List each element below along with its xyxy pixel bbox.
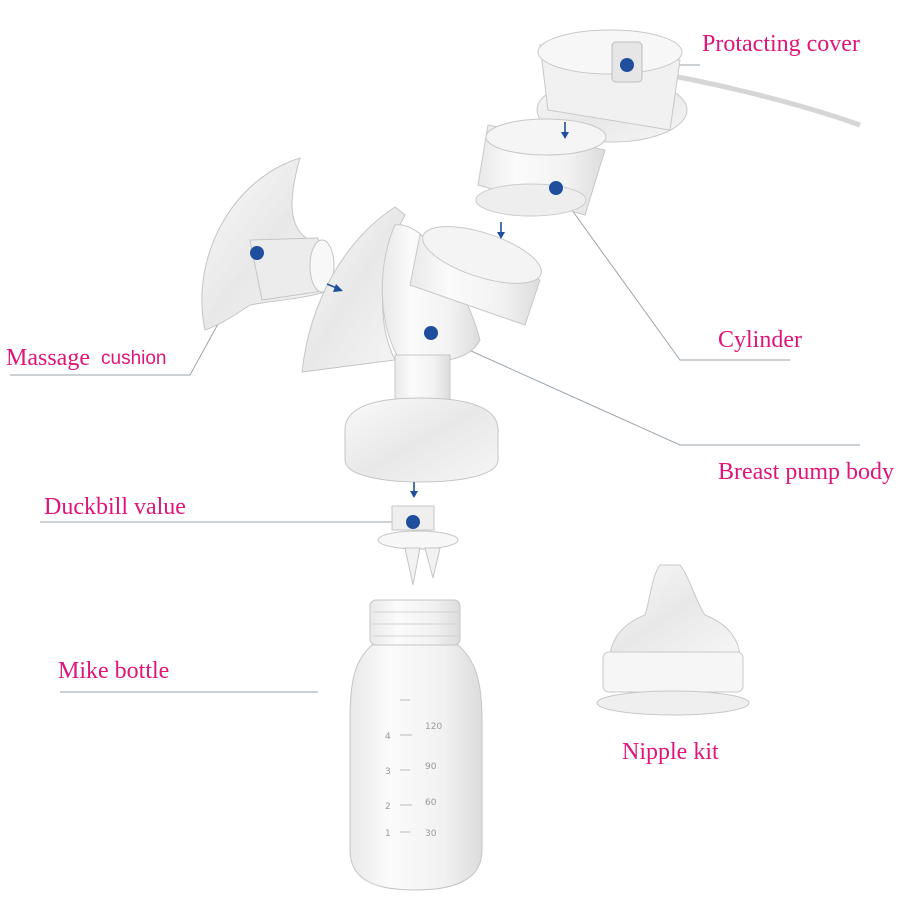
- arrow-right-icon: [326, 283, 343, 292]
- grad-ml-30: 30: [425, 829, 437, 839]
- grad-ml-60: 60: [425, 798, 437, 808]
- leader-pump-body: [430, 332, 860, 446]
- milk-bottle-part: 4 3 2 1 120 90 60 30: [349, 599, 483, 891]
- breast-pump-body-part: [301, 206, 542, 483]
- grad-ml-120: 120: [425, 722, 442, 732]
- marker-dots: [250, 58, 634, 529]
- label-cylinder: Cylinder: [718, 327, 802, 353]
- arrow-down-icon: [561, 122, 569, 139]
- grad-oz-4: 4: [385, 732, 391, 742]
- label-massage-cushion-word2: cushion: [101, 348, 167, 369]
- grad-oz-3: 3: [385, 767, 391, 777]
- grad-oz-2: 2: [385, 802, 391, 812]
- arrow-down-icon: [410, 482, 418, 498]
- assembly-arrows: [326, 122, 569, 498]
- massage-cushion-part: [201, 157, 335, 331]
- bottle-graduations: [400, 699, 412, 833]
- label-duckbill-valve: Duckbill value: [44, 494, 186, 520]
- marker-dot-icon: [549, 181, 563, 195]
- duckbill-valve-part: [377, 505, 459, 586]
- marker-dot-icon: [424, 326, 438, 340]
- grad-oz-1: 1: [385, 829, 391, 839]
- marker-dot-icon: [250, 246, 264, 260]
- protecting-cover-part: [536, 29, 688, 143]
- marker-dot-icon: [620, 58, 634, 72]
- label-protecting-cover: Protacting cover: [702, 31, 860, 57]
- label-massage-cushion-word1: Massage: [6, 345, 90, 371]
- nipple-kit-part: [596, 564, 750, 716]
- marker-dot-icon: [406, 515, 420, 529]
- label-breast-pump-body: Breast pump body: [718, 459, 894, 485]
- cylinder-part: [475, 118, 607, 217]
- arrow-down-icon: [497, 222, 505, 239]
- grad-ml-90: 90: [425, 762, 437, 772]
- label-milk-bottle: Mike bottle: [58, 658, 170, 684]
- label-nipple-kit: Nipple kit: [622, 739, 719, 765]
- leader-cylinder: [555, 187, 790, 361]
